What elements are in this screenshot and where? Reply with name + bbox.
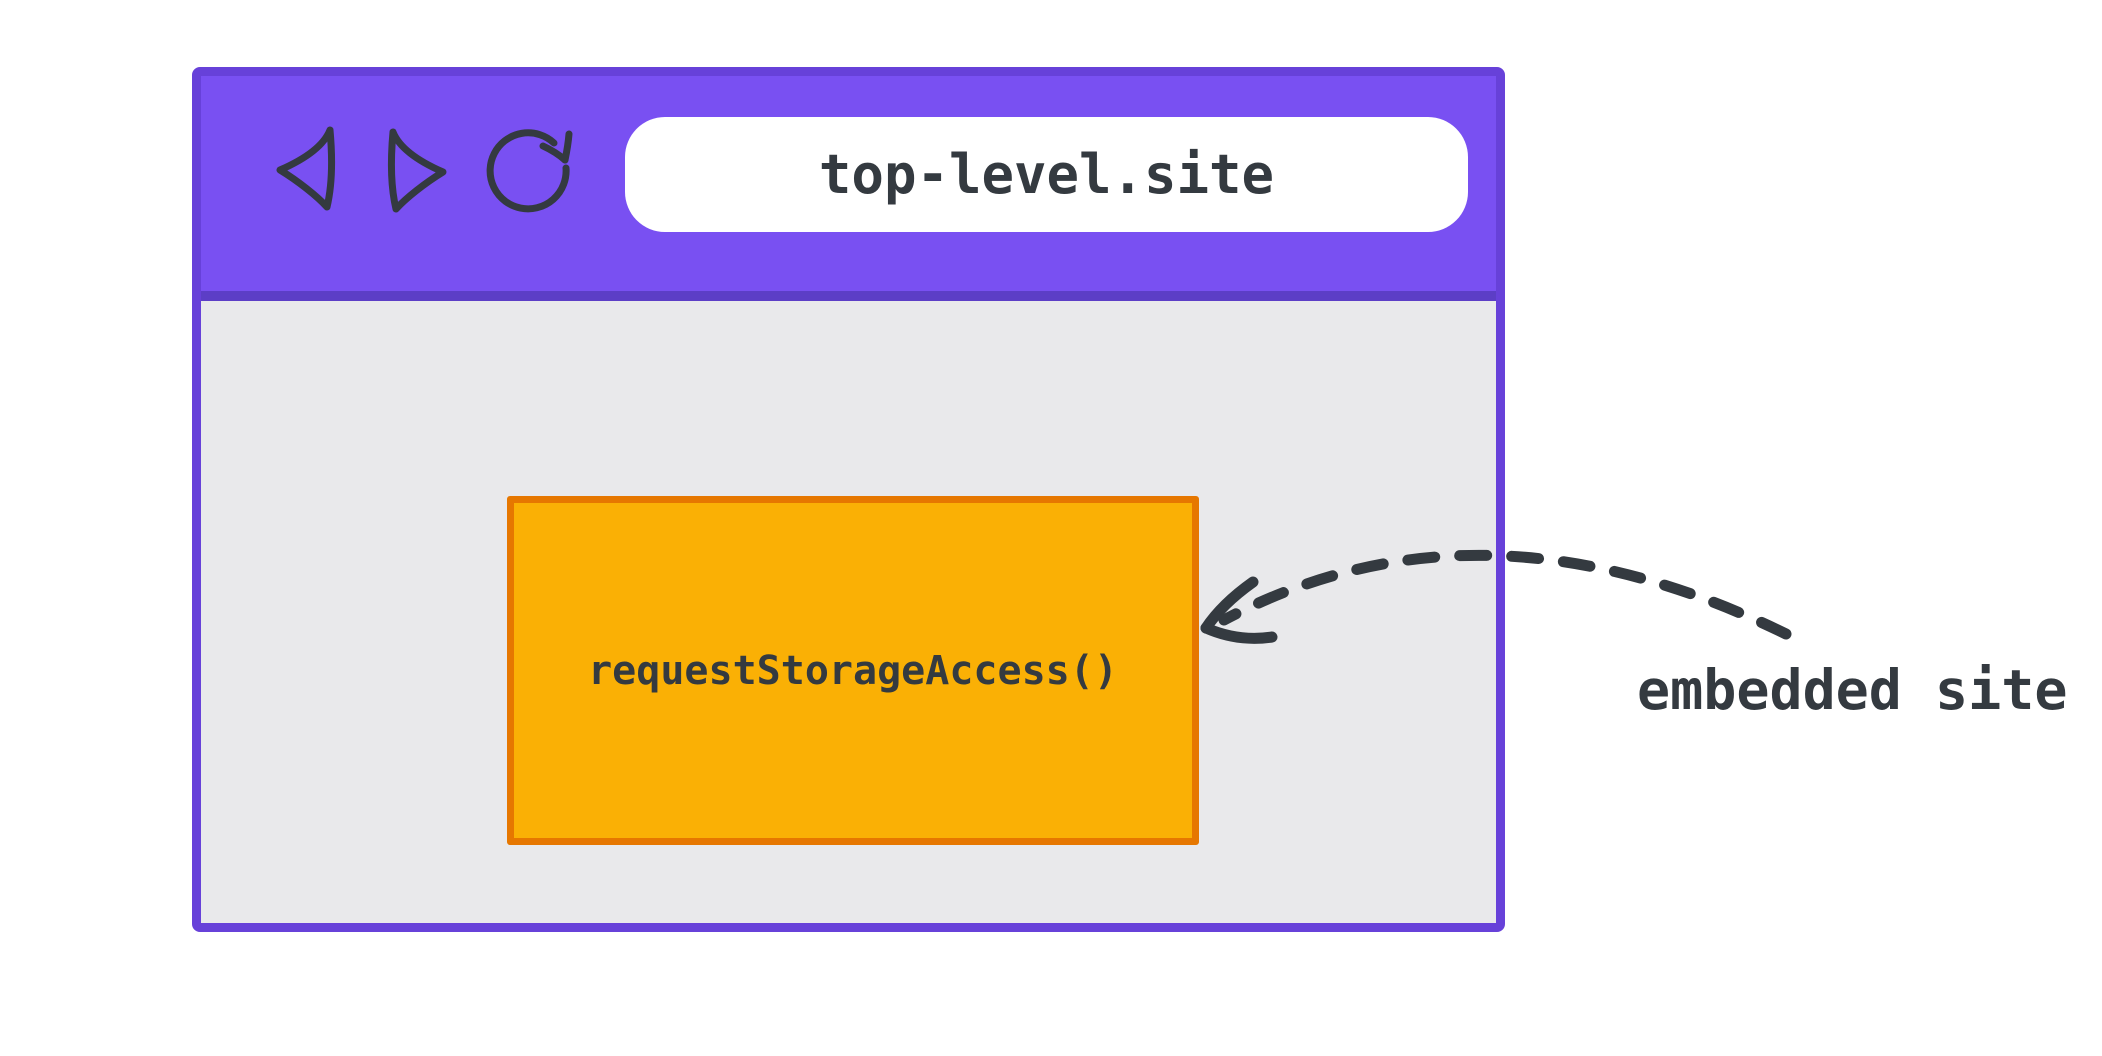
address-bar[interactable]: top-level.site	[625, 117, 1468, 232]
browser-toolbar: top-level.site	[201, 76, 1496, 301]
embedded-iframe[interactable]: requestStorageAccess()	[507, 496, 1199, 845]
address-bar-url: top-level.site	[818, 143, 1275, 206]
back-icon[interactable]	[270, 120, 340, 215]
forward-icon[interactable]	[383, 122, 453, 217]
iframe-label: requestStorageAccess()	[588, 647, 1118, 694]
reload-icon[interactable]	[482, 126, 582, 221]
embedded-site-label: embedded site	[1637, 658, 2068, 722]
